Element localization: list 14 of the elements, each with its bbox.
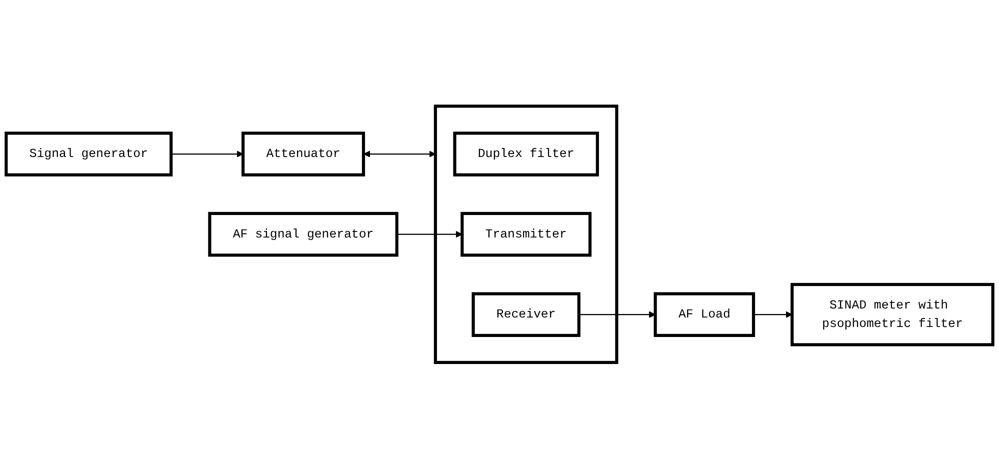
node-box: Receiver [472,292,580,338]
arrow [396,231,462,238]
node-box: AF Load [654,292,756,338]
node-box: Transmitter [460,212,592,257]
node-box: Attenuator [242,132,366,177]
arrow [171,150,244,158]
arrow [578,311,656,318]
node-box: AF signal generator [208,212,398,257]
node-box: Duplex filter [453,132,599,177]
cluster [434,104,618,364]
arrow [754,311,792,318]
node-box: Signal generator [4,132,173,177]
node-box: SINAD meter with psophometric filter [790,283,994,346]
arrow [363,150,436,158]
